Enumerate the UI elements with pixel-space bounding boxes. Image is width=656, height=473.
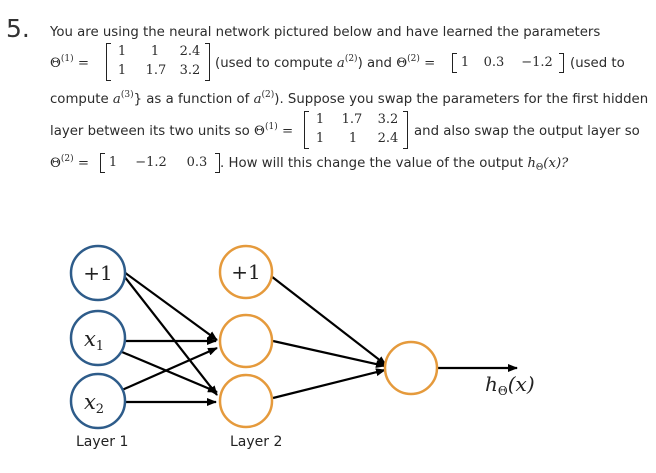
hidden-node-1 — [218, 313, 274, 369]
input-bias-label: +1 — [83, 261, 112, 285]
compute-line: compute a(3)} as a function of a(2)). Su… — [50, 90, 649, 108]
theta2-vector: 1 0.3 −1.2 — [452, 53, 564, 73]
hidden-node-bias — [218, 244, 274, 300]
and-also-text: and also swap the output layer so — [414, 124, 640, 139]
theta1-swapped-cell: 2.4 — [377, 131, 399, 146]
how-will-line: . How will this change the value of the … — [220, 156, 569, 173]
theta1-swapped-matrix: 1 1.7 3.2 1 1 2.4 — [304, 111, 408, 149]
edge — [272, 339, 386, 368]
theta1-cell: 1 — [117, 44, 127, 59]
layer1-nodes — [69, 244, 127, 430]
input-node-x2 — [69, 372, 127, 430]
intro-text: You are using the neural network picture… — [50, 25, 601, 40]
theta1-swapped-cell: 1 — [348, 131, 358, 146]
theta-line2-rest: (used to compute a(2)) and Θ(2) = — [215, 54, 436, 72]
edge — [121, 350, 218, 394]
input-node-x1 — [69, 309, 127, 367]
layer-between-line: layer between its two units so Θ(1) = — [50, 122, 294, 140]
theta2-swapped-cell: 0.3 — [186, 155, 208, 170]
edge — [121, 346, 218, 392]
theta2-swapped-lhs: Θ(2) = — [50, 154, 90, 172]
layer1-label: Layer 1 — [76, 434, 129, 450]
theta1-cell: 1 — [150, 44, 160, 59]
theta1-swapped-cell: 3.2 — [377, 112, 399, 127]
theta1-lhs: Θ(1) = — [50, 54, 90, 72]
edge — [272, 368, 386, 400]
question-number: 5. — [6, 14, 30, 43]
theta2-cell: 0.3 — [483, 55, 505, 70]
theta1-cell: 3.2 — [179, 63, 201, 78]
theta1-cell: 2.4 — [179, 44, 201, 59]
theta1-swapped-cell: 1 — [315, 112, 325, 127]
theta2-swapped-cell: 1 — [108, 155, 118, 170]
output-node — [383, 340, 439, 396]
hidden-node-2 — [218, 373, 274, 429]
input-x2-label: x2 — [84, 390, 104, 417]
layer2-nodes — [218, 244, 274, 429]
edge — [270, 275, 387, 366]
theta2-cell: −1.2 — [521, 55, 553, 70]
theta1-cell: 1.7 — [145, 63, 167, 78]
theta1-swapped-cell: 1 — [315, 131, 325, 146]
layer2-label: Layer 2 — [230, 434, 283, 450]
theta1-matrix: 1 1 2.4 1 1.7 3.2 — [106, 43, 210, 81]
edge — [123, 275, 218, 396]
theta2-swapped-vector: 1 −1.2 0.3 — [100, 153, 220, 173]
hidden-bias-label: +1 — [231, 260, 260, 284]
theta2-swapped-cell: −1.2 — [135, 155, 167, 170]
input-x1-label: x1 — [84, 327, 104, 354]
output-label: hΘ(x) — [485, 372, 535, 398]
input-node-bias — [69, 244, 127, 302]
theta2-cell: 1 — [460, 55, 470, 70]
edge — [123, 271, 218, 341]
used-to-text: (used to — [570, 56, 625, 71]
edges-layer1 — [121, 271, 218, 406]
edges-layer2 — [270, 275, 518, 400]
theta1-swapped-cell: 1.7 — [341, 112, 363, 127]
theta1-cell: 1 — [117, 63, 127, 78]
